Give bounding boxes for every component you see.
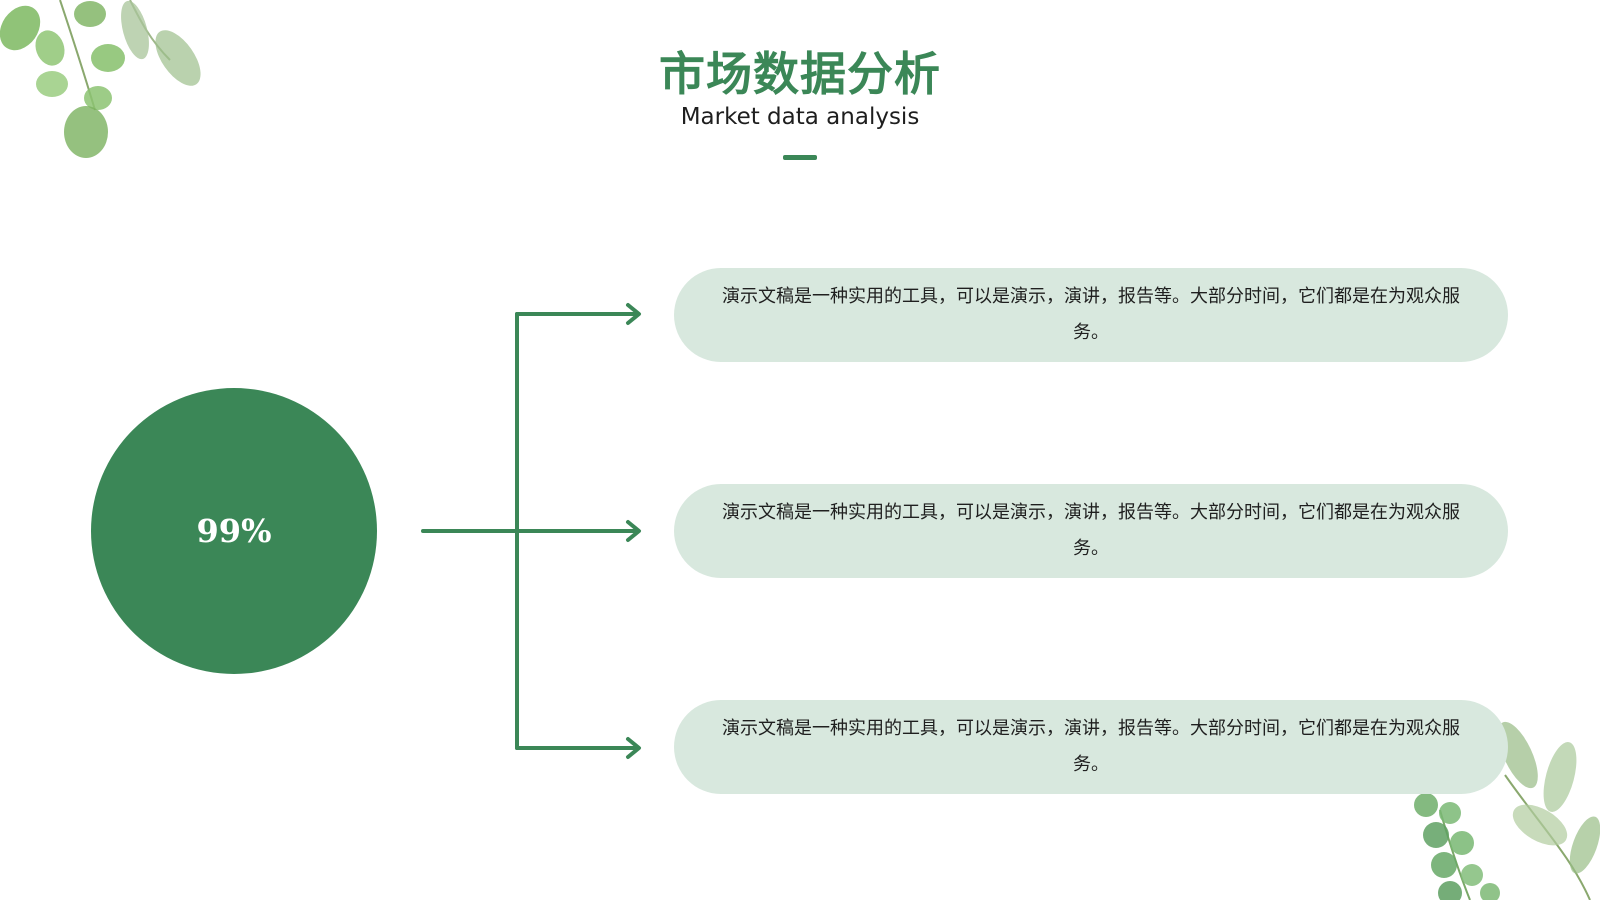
info-pill-text: 演示文稿是一种实用的工具，可以是演示，演讲，报告等。大部分时间，它们都是在为观众… <box>722 718 1460 775</box>
info-pill-1: 演示文稿是一种实用的工具，可以是演示，演讲，报告等。大部分时间，它们都是在为观众… <box>674 268 1508 362</box>
percentage-circle: 99% <box>91 388 377 674</box>
info-pill-text: 演示文稿是一种实用的工具，可以是演示，演讲，报告等。大部分时间，它们都是在为观众… <box>722 286 1460 343</box>
info-pill-text: 演示文稿是一种实用的工具，可以是演示，演讲，报告等。大部分时间，它们都是在为观众… <box>722 502 1460 559</box>
info-pill-3: 演示文稿是一种实用的工具，可以是演示，演讲，报告等。大部分时间，它们都是在为观众… <box>674 700 1508 794</box>
arrowhead-top-icon <box>626 303 641 325</box>
info-pill-2: 演示文稿是一种实用的工具，可以是演示，演讲，报告等。大部分时间，它们都是在为观众… <box>674 484 1508 578</box>
arrowhead-bottom-icon <box>626 737 641 759</box>
arrowhead-middle-icon <box>626 520 641 542</box>
percentage-value: 99% <box>196 512 272 550</box>
leaf-decoration-top-left-icon <box>0 0 201 158</box>
page-subtitle: Market data analysis <box>680 104 920 130</box>
page-title: 市场数据分析 <box>659 47 941 101</box>
leaf-decoration-bottom-right-icon <box>1414 721 1600 900</box>
title-underline-divider <box>783 155 817 160</box>
